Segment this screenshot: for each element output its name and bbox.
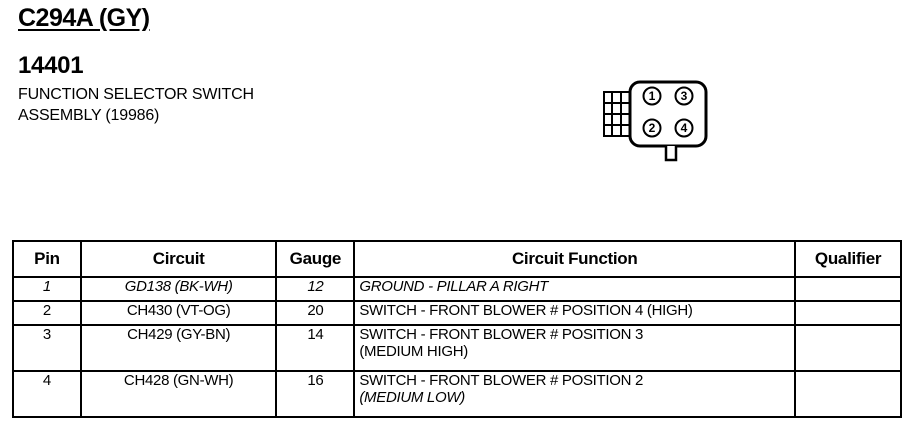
header-circuit-function: Circuit Function: [353, 240, 797, 278]
table-row: 3 CH429 (GY-BN) 14 SWITCH - FRONT BLOWER…: [12, 324, 902, 372]
part-number: 14401: [18, 52, 84, 79]
table-row: 4 CH428 (GN-WH) 16 SWITCH - FRONT BLOWER…: [12, 370, 902, 418]
component-description: FUNCTION SELECTOR SWITCH ASSEMBLY (19986…: [18, 84, 254, 126]
connector-body: [628, 80, 708, 148]
header-circuit: Circuit: [79, 240, 278, 278]
cell-pin: 1: [12, 276, 82, 302]
description-line-2: ASSEMBLY (19986): [18, 107, 160, 124]
cell-gauge: 14: [275, 324, 356, 372]
header-qualifier: Qualifier: [794, 240, 902, 278]
function-text-qualifier: (MEDIUM HIGH): [359, 343, 468, 360]
cell-gauge: 16: [275, 370, 356, 418]
connector-key: [664, 146, 678, 162]
cell-qualifier: [794, 324, 902, 372]
cell-circuit-function: GROUND - PILLAR A RIGHT: [353, 276, 797, 302]
pin-2: 2: [642, 118, 662, 138]
cell-circuit: GD138 (BK-WH): [79, 276, 278, 302]
pin-3: 3: [674, 86, 694, 106]
pin-1: 1: [642, 86, 662, 106]
cell-pin: 4: [12, 370, 82, 418]
function-text: SWITCH - FRONT BLOWER # POSITION 2: [359, 372, 644, 389]
function-text: GROUND - PILLAR A RIGHT: [359, 278, 549, 295]
cell-qualifier: [794, 300, 902, 326]
cell-qualifier: [794, 276, 902, 302]
cell-circuit: CH429 (GY-BN): [79, 324, 278, 372]
table-row: 1 GD138 (BK-WH) 12 GROUND - PILLAR A RIG…: [12, 276, 902, 302]
connector-latch-grid: [603, 91, 631, 137]
cell-circuit-function: SWITCH - FRONT BLOWER # POSITION 4 (HIGH…: [353, 300, 797, 326]
svg-text:1: 1: [649, 89, 656, 103]
cell-pin: 3: [12, 324, 82, 372]
cell-gauge: 12: [275, 276, 356, 302]
cell-gauge: 20: [275, 300, 356, 326]
cell-circuit-function: SWITCH - FRONT BLOWER # POSITION 3 (MEDI…: [353, 324, 797, 372]
function-text: SWITCH - FRONT BLOWER # POSITION 4 (HIGH…: [359, 302, 693, 319]
pin-4: 4: [674, 118, 694, 138]
cell-circuit: CH428 (GN-WH): [79, 370, 278, 418]
cell-circuit-function: SWITCH - FRONT BLOWER # POSITION 2 (MEDI…: [353, 370, 797, 418]
svg-text:4: 4: [681, 121, 688, 135]
function-text: SWITCH - FRONT BLOWER # POSITION 3: [359, 326, 644, 343]
header-gauge: Gauge: [275, 240, 356, 278]
cell-qualifier: [794, 370, 902, 418]
cell-pin: 2: [12, 300, 82, 326]
table-row: 2 CH430 (VT-OG) 20 SWITCH - FRONT BLOWER…: [12, 300, 902, 326]
table-header-row: Pin Circuit Gauge Circuit Function Quali…: [12, 240, 902, 278]
cell-circuit: CH430 (VT-OG): [79, 300, 278, 326]
connector-id: C294A (GY): [18, 4, 150, 32]
svg-text:2: 2: [649, 121, 656, 135]
description-line-1: FUNCTION SELECTOR SWITCH: [18, 86, 254, 103]
header-pin: Pin: [12, 240, 82, 278]
connector-face-diagram: 1 3 2 4: [603, 80, 708, 162]
svg-text:3: 3: [681, 89, 688, 103]
pinout-table: Pin Circuit Gauge Circuit Function Quali…: [12, 240, 902, 418]
function-text-qualifier: (MEDIUM LOW): [359, 389, 465, 406]
